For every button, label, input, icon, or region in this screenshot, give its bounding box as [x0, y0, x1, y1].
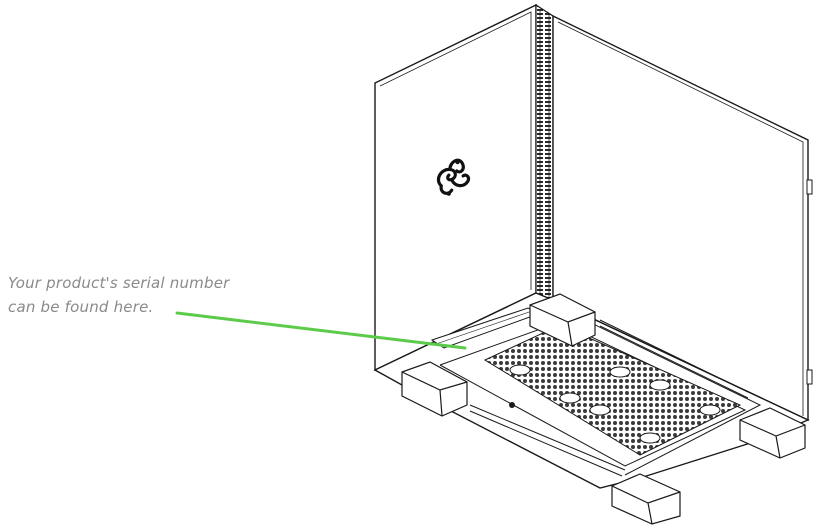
front-vent-strip	[535, 3, 554, 301]
case-feet	[401, 293, 806, 525]
razer-snake-logo-icon	[436, 158, 471, 196]
caption-line-2: can be found here.	[8, 298, 154, 316]
bottom-mesh-intake	[483, 324, 742, 456]
serial-number-caption: Your product's serial number can be foun…	[8, 271, 268, 319]
callout-line	[175, 311, 467, 350]
caption-line-1: Your product's serial number	[8, 274, 230, 292]
